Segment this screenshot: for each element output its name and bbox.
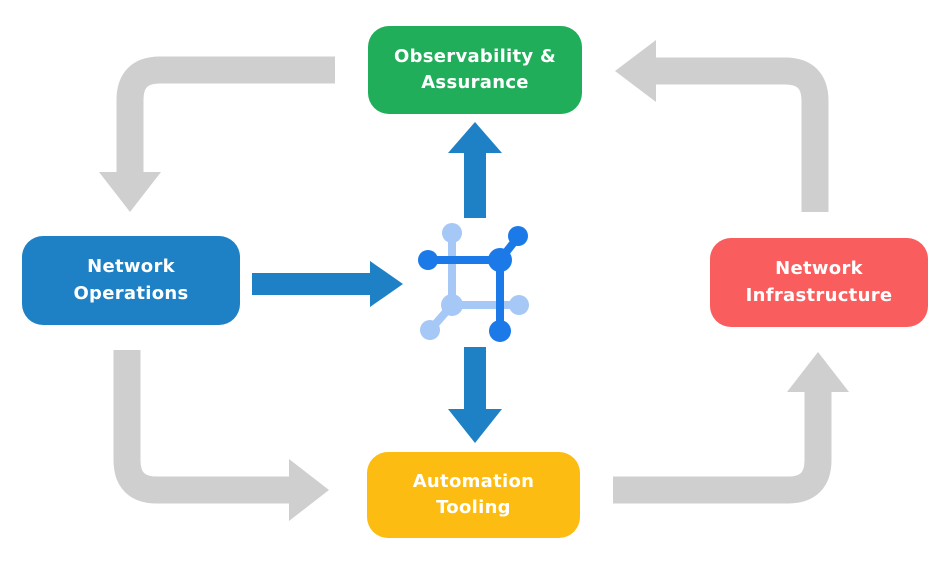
arrow-automation-to-infrastructure <box>613 352 849 504</box>
arrow-shaft <box>113 350 289 504</box>
arrowhead-right <box>370 261 403 307</box>
arrow-center-to-automation <box>448 347 502 443</box>
node-label: Network Infrastructure <box>745 258 893 306</box>
arrowhead-right <box>289 459 329 521</box>
icon-light-nodes <box>420 223 529 340</box>
arrow-shaft <box>464 347 486 410</box>
network-automation-icon <box>418 223 529 342</box>
arrowhead-down <box>99 172 161 212</box>
node-observability-assurance: Observability & Assurance <box>368 26 582 114</box>
node-network-operations: Network Operations <box>22 236 240 325</box>
arrow-operations-to-automation <box>113 350 329 521</box>
arrow-center-to-observability <box>448 122 502 218</box>
node-automation-tooling: Automation Tooling <box>367 452 580 538</box>
arrowhead-left <box>615 40 656 102</box>
arrowhead-down <box>448 409 502 443</box>
arrow-shaft <box>252 273 370 295</box>
arrowhead-up <box>448 122 502 153</box>
arrow-infrastructure-to-observability <box>615 40 829 212</box>
arrow-shaft <box>464 152 486 218</box>
arrow-shaft <box>116 56 335 172</box>
arrow-operations-to-center <box>252 261 403 307</box>
arrowhead-up <box>787 352 849 392</box>
node-label: Observability & Assurance <box>393 45 557 93</box>
arrow-observability-to-operations <box>99 56 335 212</box>
node-network-infrastructure: Network Infrastructure <box>710 238 928 327</box>
node-label: Automation Tooling <box>412 470 535 518</box>
node-label: Network Operations <box>73 256 189 304</box>
arrow-shaft <box>656 57 829 212</box>
icon-dark-nodes <box>418 226 528 342</box>
arrow-shaft <box>613 392 832 504</box>
